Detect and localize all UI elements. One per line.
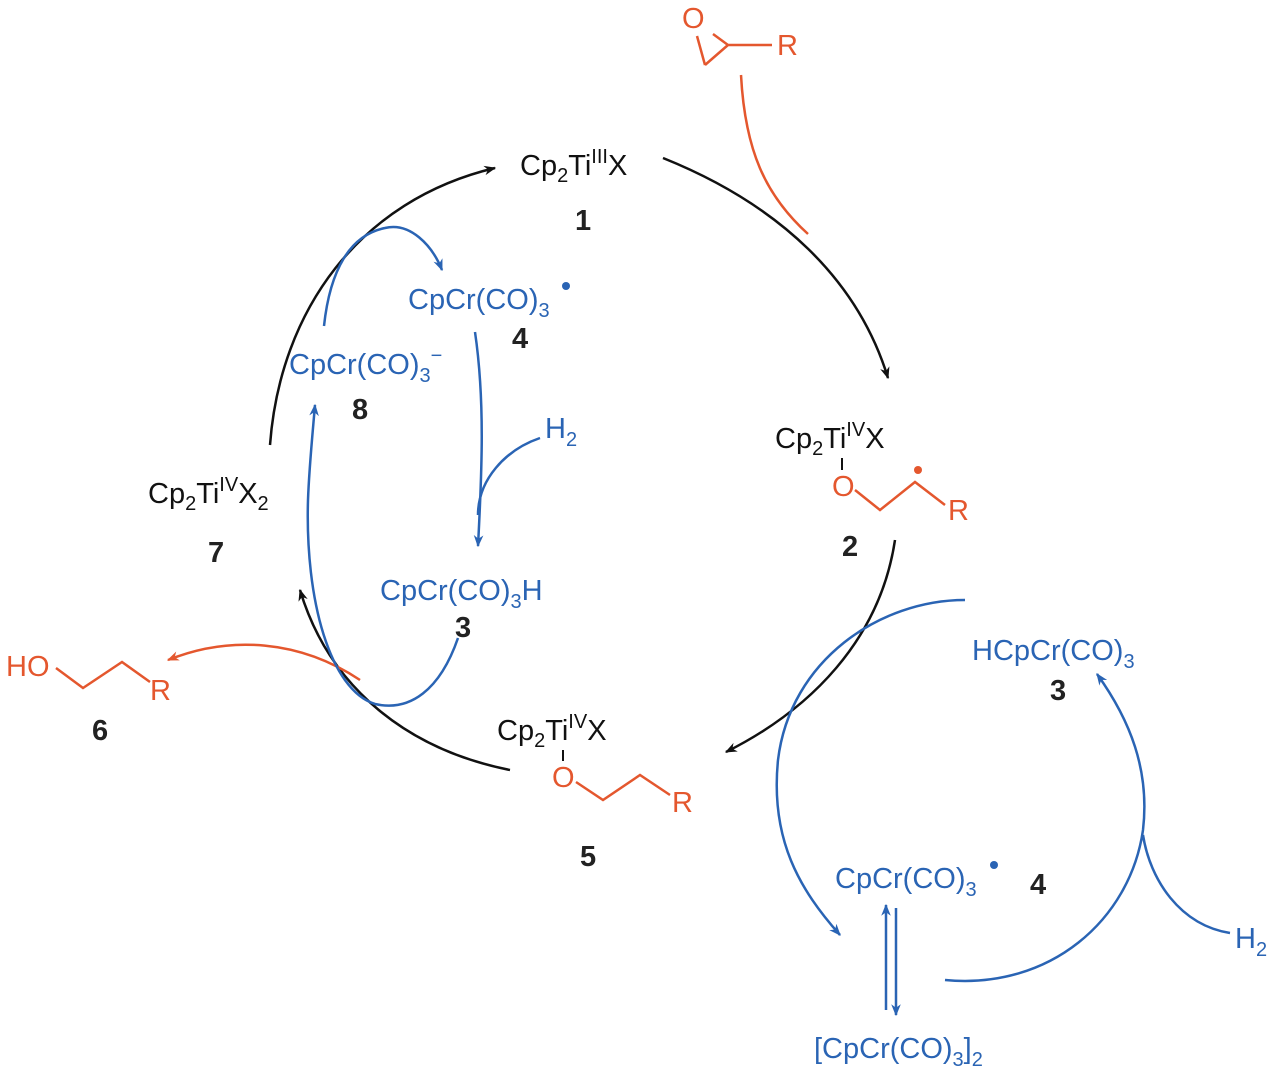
species-ti3-x: Cp2TiIIIX 1 bbox=[520, 146, 627, 237]
arrow-3-to-8 bbox=[306, 403, 460, 707]
compound-number-4-inner: 4 bbox=[512, 323, 528, 355]
alkoxide-fragment-oxygen: O bbox=[552, 762, 575, 794]
product-ho: HO bbox=[6, 651, 50, 683]
arrow-8-to-4 bbox=[322, 225, 444, 327]
h2-outer: H2 bbox=[1235, 923, 1267, 961]
arrow-4-to-3 bbox=[473, 331, 484, 548]
inner-chromium-loop bbox=[306, 225, 541, 707]
h2-inner-label: H2 bbox=[545, 413, 577, 451]
alkoxide-fragment-chain bbox=[575, 773, 671, 802]
ti4-radical-formula: Cp2TiIVX bbox=[775, 419, 885, 460]
compound-number-3-outer: 3 bbox=[1050, 675, 1066, 707]
cr-hydride-inner-formula: CpCr(CO)3H bbox=[380, 575, 543, 613]
species-cr-radical-inner: CpCr(CO)3 4 bbox=[408, 282, 570, 355]
species-ti4-alkoxide: Cp2TiIVX O R 5 bbox=[497, 711, 693, 873]
h2-inner: H2 bbox=[545, 413, 577, 451]
ti3-formula: Cp2TiIIIX bbox=[520, 146, 627, 187]
product-release-arrow bbox=[166, 643, 361, 682]
cr-hydride-outer-formula: HCpCr(CO)3 bbox=[972, 635, 1135, 673]
species-cr-dimer: [CpCr(CO)3]2 bbox=[814, 1033, 983, 1071]
radical-fragment-chain bbox=[854, 480, 946, 512]
arrow-1-to-2 bbox=[662, 156, 890, 380]
product-chain bbox=[55, 660, 151, 690]
arrow-3-to-4-outer bbox=[775, 598, 966, 936]
species-cr-hydride-inner: CpCr(CO)3H 3 bbox=[380, 575, 543, 644]
arrow-2-to-5 bbox=[724, 539, 897, 754]
species-cr-radical-outer: CpCr(CO)3 4 bbox=[835, 861, 1046, 901]
cr-radical-outer-formula: CpCr(CO)3 bbox=[835, 863, 977, 901]
product-alcohol: HO R 6 bbox=[6, 651, 171, 747]
epoxide-ring bbox=[695, 32, 772, 66]
compound-number-8: 8 bbox=[352, 394, 368, 426]
ti4-alkoxide-formula: Cp2TiIVX bbox=[497, 711, 607, 752]
radical-fragment-r: R bbox=[948, 495, 969, 527]
epoxide-structure: O R bbox=[682, 3, 798, 66]
compound-number-4-outer: 4 bbox=[1030, 869, 1046, 901]
h2-inner-arrow bbox=[476, 436, 541, 516]
cr-radical-inner-formula: CpCr(CO)3 bbox=[408, 284, 550, 322]
cr-dimer-formula: [CpCr(CO)3]2 bbox=[814, 1033, 983, 1071]
species-cr-anion: CpCr(CO)3− 8 bbox=[289, 345, 442, 426]
compound-number-3-inner: 3 bbox=[455, 612, 471, 644]
alkoxide-fragment-r: R bbox=[672, 787, 693, 819]
outer-chromium-loop bbox=[775, 598, 1231, 1017]
species-cr-hydride-outer: HCpCr(CO)3 3 bbox=[972, 635, 1135, 707]
compound-number-2: 2 bbox=[842, 531, 858, 563]
compound-number-1: 1 bbox=[575, 205, 591, 237]
radical-dot bbox=[914, 466, 922, 474]
arc-5-to-7 bbox=[298, 588, 511, 772]
h2-outer-arrow bbox=[1141, 834, 1231, 935]
epoxide-entry-arrow bbox=[739, 74, 809, 235]
compound-number-7: 7 bbox=[208, 537, 224, 569]
arrow-dimer-to-3 bbox=[944, 673, 1146, 983]
product-r: R bbox=[150, 675, 171, 707]
main-cycle-arrows bbox=[268, 156, 897, 772]
cr-radical-inner-dot bbox=[562, 282, 570, 290]
h2-outer-label: H2 bbox=[1235, 923, 1267, 961]
cr-radical-outer-dot bbox=[990, 861, 998, 869]
epoxide-oxygen: O bbox=[682, 3, 705, 35]
compound-number-5: 5 bbox=[580, 841, 596, 873]
arc-7-to-1 bbox=[268, 165, 497, 446]
ti4-x2-formula: Cp2TiIVX2 bbox=[148, 474, 269, 515]
species-ti4-x2: Cp2TiIVX2 7 bbox=[148, 474, 269, 569]
species-ti4-radical: Cp2TiIVX O R 2 bbox=[775, 419, 969, 563]
epoxide-r-group: R bbox=[777, 30, 798, 62]
radical-fragment-oxygen: O bbox=[832, 471, 855, 503]
cr-anion-formula: CpCr(CO)3− bbox=[289, 345, 442, 387]
compound-number-6: 6 bbox=[92, 715, 108, 747]
